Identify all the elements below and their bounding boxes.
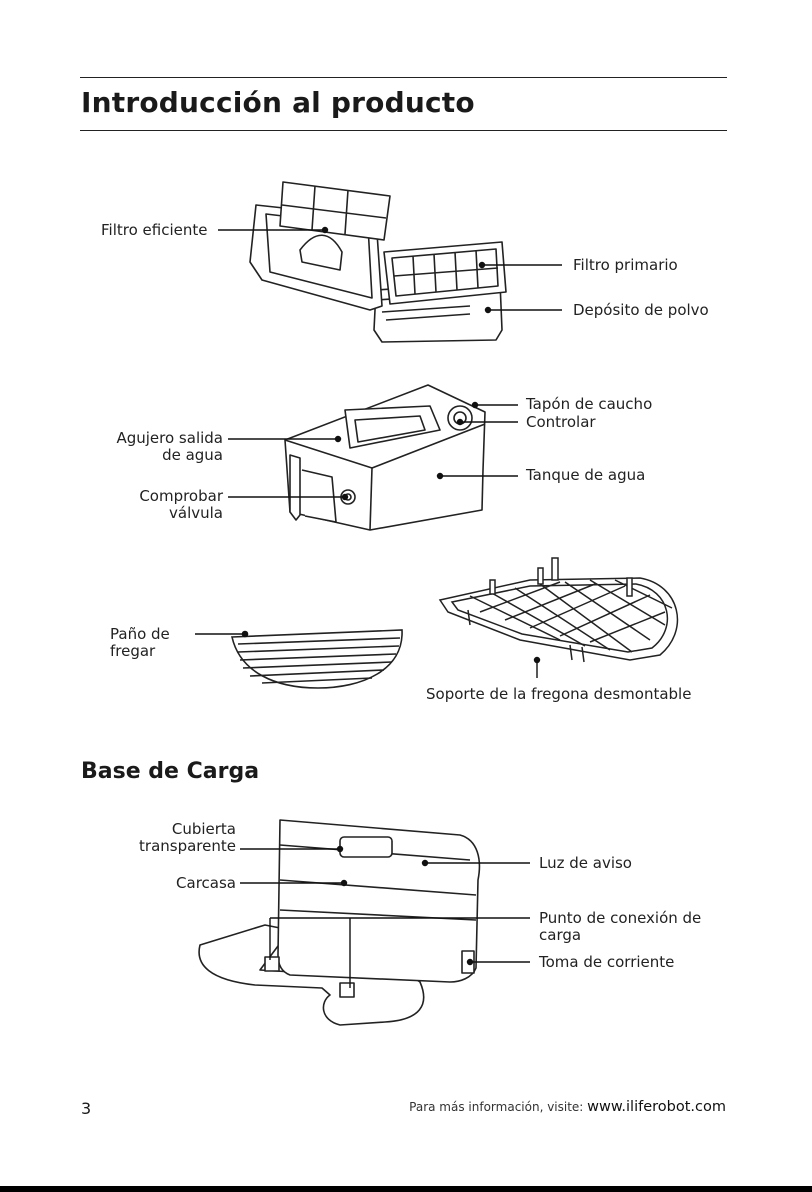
label-punto-conexion: Punto de conexión de carga [539, 910, 701, 944]
label-controlar: Controlar [526, 414, 596, 431]
label-carcasa: Carcasa [120, 875, 236, 892]
label-soporte-fregona: Soporte de la fregona desmontable [426, 686, 691, 703]
mop-cloth-illustration [232, 630, 402, 688]
label-toma-corriente: Toma de corriente [539, 954, 674, 971]
section-title-base-carga: Base de Carga [81, 759, 259, 784]
footer-info: Para más información, visite: www.ilifer… [409, 1099, 726, 1115]
label-tapon-caucho: Tapón de caucho [526, 396, 652, 413]
footer-url-link[interactable]: www.iliferobot.com [587, 1099, 726, 1115]
page-number: 3 [81, 1099, 91, 1118]
label-comprobar-valvula: Comprobar válvula [108, 488, 223, 522]
label-cubierta-transparente: Cubierta transparente [120, 821, 236, 855]
label-filtro-primario: Filtro primario [573, 257, 678, 274]
label-pano-fregar: Paño de fregar [110, 626, 170, 660]
label-pano-line1: Paño de [110, 626, 170, 643]
label-punto-line1: Punto de conexión de [539, 910, 701, 927]
label-tanque-agua: Tanque de agua [526, 467, 645, 484]
mop-holder-illustration [440, 558, 677, 662]
label-cubierta-line1: Cubierta [120, 821, 236, 838]
footer-info-text: Para más información, visite: [409, 1100, 587, 1114]
label-agujero-line1: Agujero salida [108, 430, 223, 447]
label-agujero-salida: Agujero salida de agua [108, 430, 223, 464]
label-pano-line2: fregar [110, 643, 170, 660]
water-tank-illustration [285, 385, 485, 530]
label-agujero-line2: de agua [108, 447, 223, 464]
label-punto-line2: carga [539, 927, 701, 944]
label-cubierta-line2: transparente [120, 838, 236, 855]
label-comprobar-line1: Comprobar [108, 488, 223, 505]
label-comprobar-line2: válvula [108, 505, 223, 522]
label-deposito-polvo: Depósito de polvo [573, 302, 709, 319]
dust-box-illustration [250, 182, 506, 342]
label-luz-aviso: Luz de aviso [539, 855, 632, 872]
bottom-edge-bar [0, 1186, 812, 1192]
label-filtro-eficiente: Filtro eficiente [101, 222, 207, 239]
